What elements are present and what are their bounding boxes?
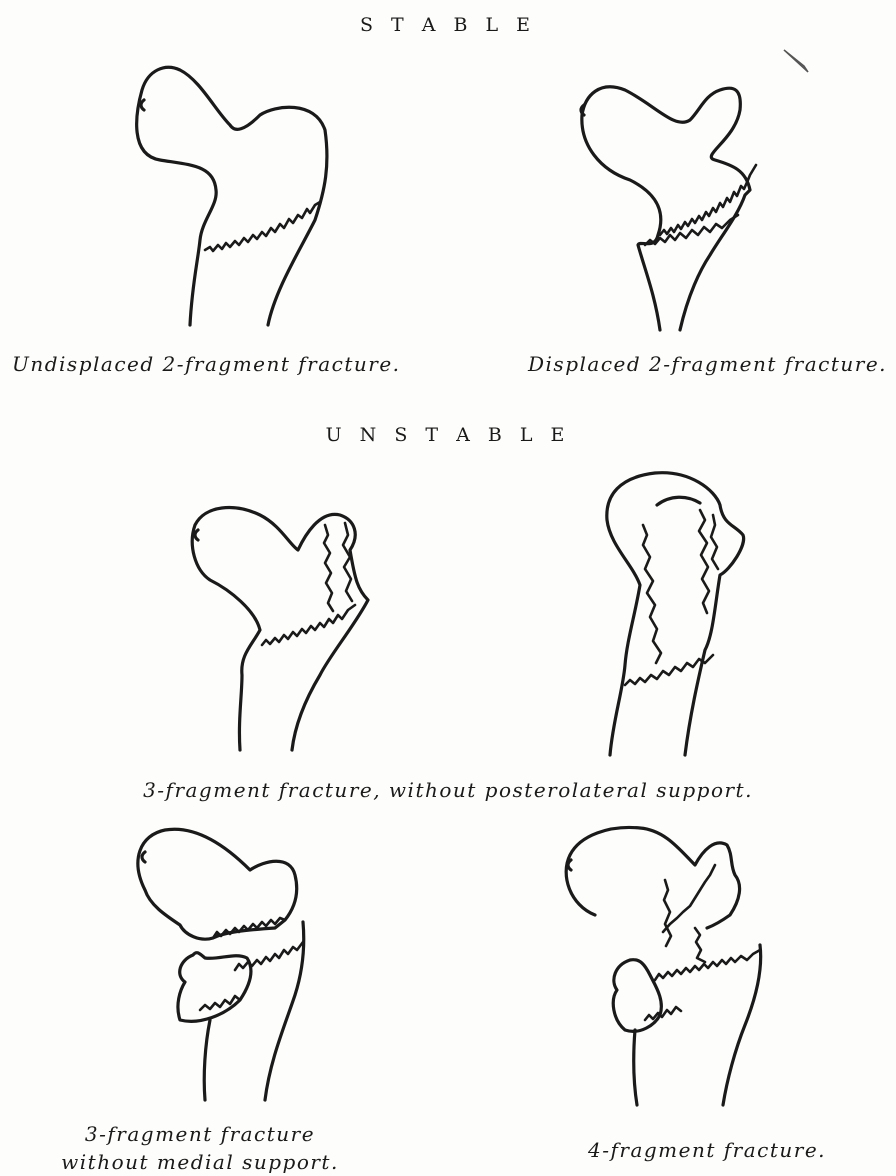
caption-displaced: Displaced 2-fragment fracture.: [528, 352, 887, 376]
heading-stable: S T A B L E: [0, 14, 896, 36]
pen-mark: [780, 44, 814, 78]
fracture-line-1: [664, 880, 671, 946]
fracture-line-3: [695, 928, 705, 962]
caption-3-fragment-posterolateral: 3-fragment fracture, without posterolate…: [0, 778, 896, 802]
femur-3-fragment-medial: [125, 820, 335, 1110]
femur-displaced-2-fragment: [560, 70, 780, 340]
fracture-line-4: [711, 515, 718, 569]
femur-3-fragment-posterolateral-right: [595, 465, 775, 765]
caption-4-fragment: 4-fragment fracture.: [588, 1138, 826, 1162]
fracture-line-2: [699, 510, 709, 613]
head-notch: [141, 100, 144, 110]
femur-4-fragment: [555, 820, 785, 1110]
femur-outline: [607, 473, 744, 755]
femur-outline: [566, 827, 739, 928]
shaft-outline: [723, 945, 761, 1105]
femur-outline: [137, 67, 327, 325]
femur-outline: [582, 87, 750, 330]
caption-undisplaced: Undisplaced 2-fragment fracture.: [12, 352, 401, 376]
head-arc: [657, 497, 700, 505]
femur-outline: [192, 508, 368, 750]
fracture-line-2: [324, 525, 333, 611]
femur-3-fragment-posterolateral-left: [180, 495, 380, 765]
head-notch: [568, 860, 571, 870]
fracture-line-2: [663, 865, 715, 932]
fracture-line-1: [643, 525, 661, 663]
fracture-line-5: [645, 1007, 681, 1020]
heading-unstable: U N S T A B L E: [0, 424, 896, 446]
fragment-outline: [613, 960, 661, 1032]
head-notch: [142, 852, 145, 862]
head-notch: [195, 530, 198, 540]
shaft-outline-left: [204, 1020, 210, 1100]
caption-3-fragment-medial-line1: 3-fragment fracture: [40, 1122, 360, 1146]
fracture-line-4: [655, 950, 760, 980]
fragment-outline: [178, 953, 251, 1022]
fracture-line-1: [262, 605, 355, 645]
shaft-outline-left: [634, 1030, 637, 1105]
caption-3-fragment-medial-line2: without medial support.: [40, 1150, 360, 1174]
femur-undisplaced-2-fragment: [120, 55, 340, 335]
